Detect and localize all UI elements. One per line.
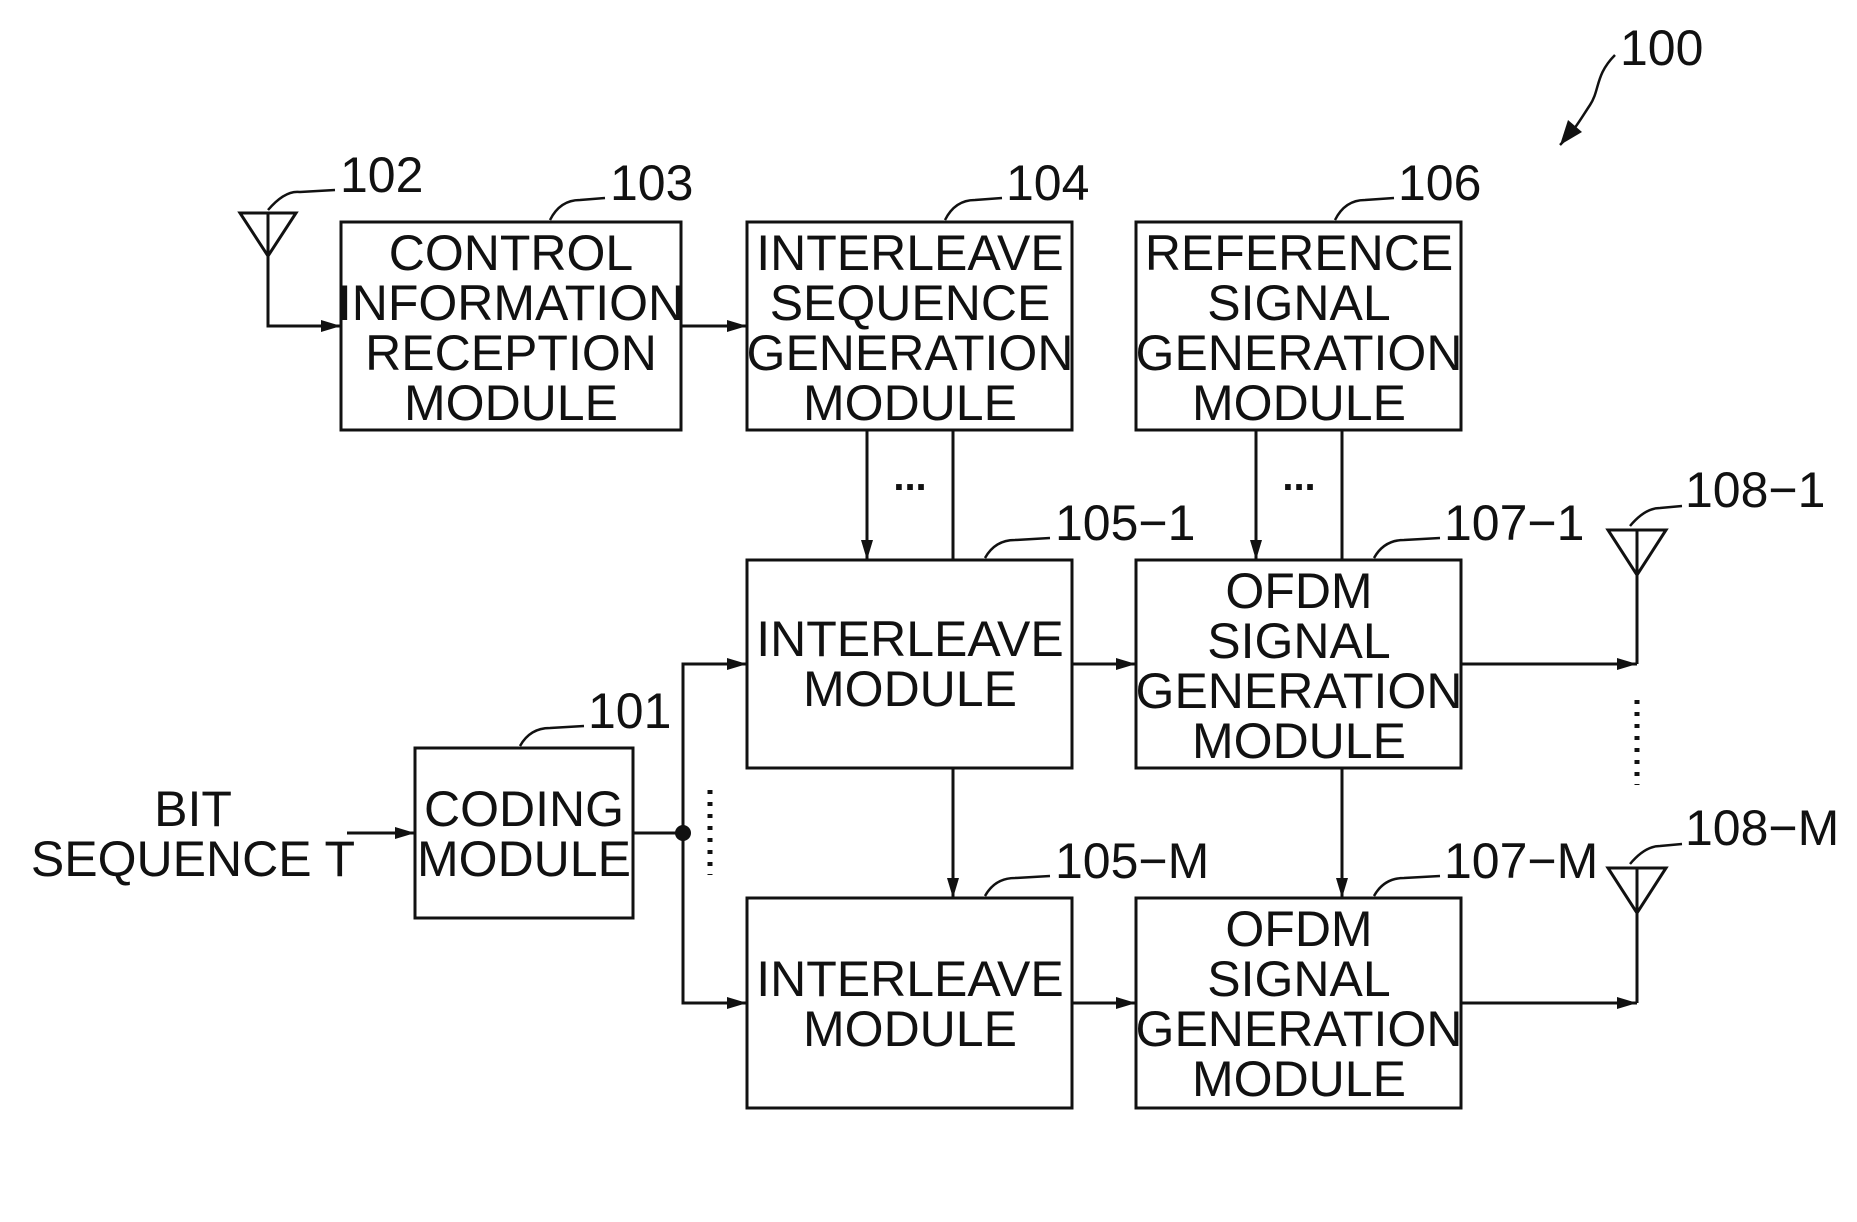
split-to-interleaveM-arrow: [683, 833, 747, 1003]
ofdm-m-line-1: OFDM: [1225, 901, 1372, 957]
ofdm-1-line-2: SIGNAL: [1207, 613, 1390, 669]
ofdm-m-ref: 107−M: [1444, 833, 1598, 889]
rx-to-control-arrow: [268, 256, 341, 326]
antenna-tx-1: 108−1: [1461, 462, 1825, 664]
reference-signal-line-4: MODULE: [1192, 375, 1406, 431]
ofdm-m-line-2: SIGNAL: [1207, 951, 1390, 1007]
interleave-module-1: INTERLEAVE MODULE 105−1: [747, 495, 1195, 768]
interleave-1-ref: 105−1: [1055, 495, 1195, 551]
antenna-tx-m-ref: 108−M: [1685, 800, 1839, 856]
antenna-tx-m-leader: [1630, 844, 1682, 864]
iseq-ellipsis: ...: [893, 455, 926, 499]
interleave-m-line-1: INTERLEAVE: [756, 951, 1064, 1007]
figure-number: 100: [1620, 20, 1703, 76]
reference-signal-line-2: SIGNAL: [1207, 275, 1390, 331]
antenna-rx-leader: [268, 190, 335, 210]
interleave-seq-line-1: INTERLEAVE: [756, 225, 1064, 281]
control-info-line-3: RECEPTION: [365, 325, 657, 381]
reference-signal-module: REFERENCE SIGNAL GENERATION MODULE 106: [1136, 155, 1482, 431]
ofdm-1-line-3: GENERATION: [1136, 663, 1463, 719]
interleave-seq-line-3: GENERATION: [747, 325, 1074, 381]
figure-ref: 100: [1560, 20, 1703, 145]
reference-signal-ref: 106: [1398, 155, 1481, 211]
split-to-interleave1-arrow: [683, 664, 747, 833]
ofdm-1-leader: [1374, 538, 1440, 558]
input-label-line-1: BIT: [154, 781, 232, 837]
interleave-1-leader: [985, 538, 1050, 558]
reference-signal-line-1: REFERENCE: [1145, 225, 1453, 281]
control-info-line-1: CONTROL: [389, 225, 633, 281]
interleave-1-line-1: INTERLEAVE: [756, 611, 1064, 667]
ofdm-1-ref: 107−1: [1444, 495, 1584, 551]
interleave-seq-ref: 104: [1006, 155, 1089, 211]
input-label-line-2: SEQUENCE T: [31, 831, 355, 887]
ofdm-module-1: OFDM SIGNAL GENERATION MODULE 107−1: [1136, 495, 1585, 769]
interleave-m-ref: 105−M: [1055, 833, 1209, 889]
interleave-seq-module: INTERLEAVE SEQUENCE GENERATION MODULE 10…: [747, 155, 1090, 431]
control-info-leader: [550, 198, 605, 220]
interleave-seq-line-2: SEQUENCE: [770, 275, 1051, 331]
ofdm-m-line-4: MODULE: [1192, 1051, 1406, 1107]
coding-leader: [520, 726, 584, 746]
coding-line-2: MODULE: [417, 831, 631, 887]
ofdm-m-leader: [1374, 876, 1440, 896]
ref-ellipsis: ...: [1282, 455, 1315, 499]
coding-module: CODING MODULE 101: [415, 683, 671, 918]
control-info-line-4: MODULE: [404, 375, 618, 431]
antenna-tx-1-leader: [1630, 506, 1682, 526]
reference-signal-line-3: GENERATION: [1136, 325, 1463, 381]
ofdm-m-line-3: GENERATION: [1136, 1001, 1463, 1057]
interleave-m-line-2: MODULE: [803, 1001, 1017, 1057]
ofdm-1-line-1: OFDM: [1225, 563, 1372, 619]
interleave-seq-line-4: MODULE: [803, 375, 1017, 431]
interleave-seq-leader: [945, 198, 1002, 220]
interleave-m-leader: [985, 876, 1050, 896]
antenna-tx-m: 108−M: [1461, 800, 1839, 1003]
ofdm-1-line-4: MODULE: [1192, 713, 1406, 769]
control-info-ref: 103: [610, 155, 693, 211]
coding-line-1: CODING: [424, 781, 624, 837]
antenna-tx-1-ref: 108−1: [1685, 462, 1825, 518]
control-info-line-2: INFORMATION: [338, 275, 684, 331]
reference-signal-leader: [1335, 198, 1394, 220]
interleave-1-line-2: MODULE: [803, 661, 1017, 717]
coding-ref: 101: [588, 683, 671, 739]
antenna-rx-ref: 102: [340, 147, 423, 203]
